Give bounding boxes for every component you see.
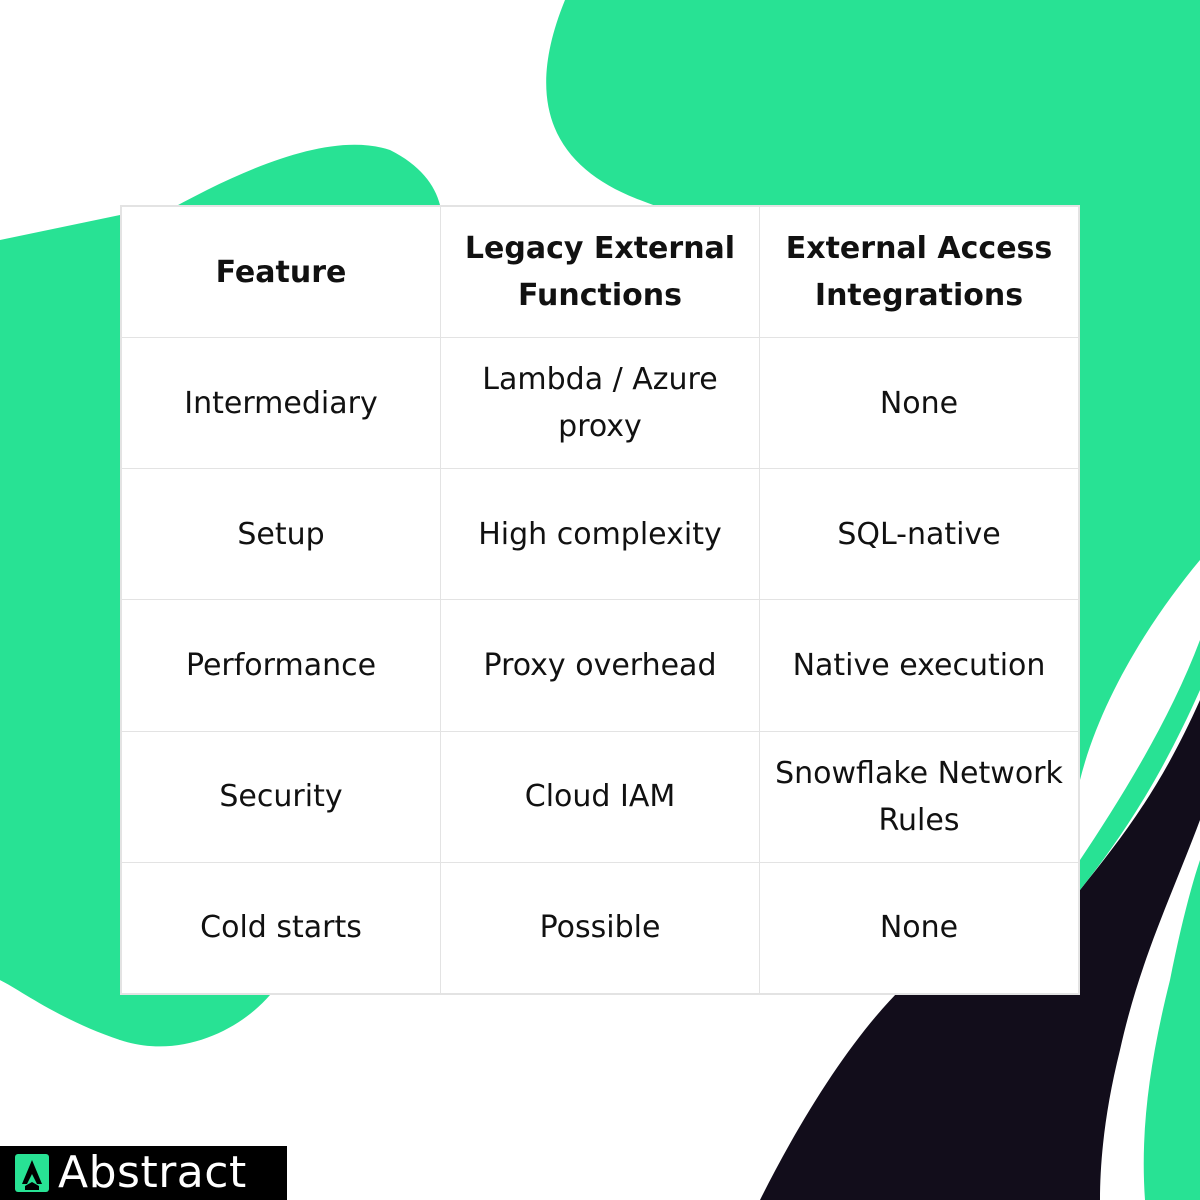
table-row: Intermediary Lambda / Azure proxy None <box>121 336 1079 470</box>
table-cell: Intermediary <box>121 336 441 470</box>
header-external-access-integrations: External Access Integrations <box>759 206 1079 338</box>
table-row: Setup High complexity SQL-native <box>121 468 1079 601</box>
green-stripe-shape <box>1143 860 1200 1200</box>
header-legacy-external-functions: Legacy External Functions <box>440 206 760 338</box>
table-row: Cold starts Possible None <box>121 861 1079 995</box>
table-cell: Cloud IAM <box>440 730 760 863</box>
comparison-table-card: Feature Legacy External Functions Extern… <box>120 205 1080 995</box>
table-cell: Native execution <box>759 599 1079 732</box>
abstract-logo: Abstract <box>0 1146 287 1200</box>
table-cell: Security <box>121 730 441 863</box>
table-cell: Possible <box>440 861 760 995</box>
abstract-logo-icon <box>15 1154 49 1192</box>
table-cell: SQL-native <box>759 468 1079 601</box>
table-cell: Performance <box>121 599 441 732</box>
green-edge-shape <box>1080 640 1200 890</box>
table-header-row: Feature Legacy External Functions Extern… <box>121 206 1079 338</box>
brand-name: Abstract <box>58 1147 247 1198</box>
table-cell: Lambda / Azure proxy <box>440 336 760 470</box>
table-cell: Cold starts <box>121 861 441 995</box>
dark-blob-shape <box>760 700 1200 1200</box>
comparison-table: Feature Legacy External Functions Extern… <box>121 206 1079 995</box>
table-cell: High complexity <box>440 468 760 601</box>
green-blob-shape <box>546 0 1200 780</box>
green-blob-fill-left <box>0 215 120 1040</box>
table-row: Security Cloud IAM Snowflake Network Rul… <box>121 730 1079 863</box>
table-cell: None <box>759 336 1079 470</box>
table-cell: Snowflake Network Rules <box>759 730 1079 863</box>
table-cell: None <box>759 861 1079 995</box>
table-cell: Proxy overhead <box>440 599 760 732</box>
header-feature: Feature <box>121 206 441 338</box>
table-cell: Setup <box>121 468 441 601</box>
table-row: Performance Proxy overhead Native execut… <box>121 599 1079 732</box>
